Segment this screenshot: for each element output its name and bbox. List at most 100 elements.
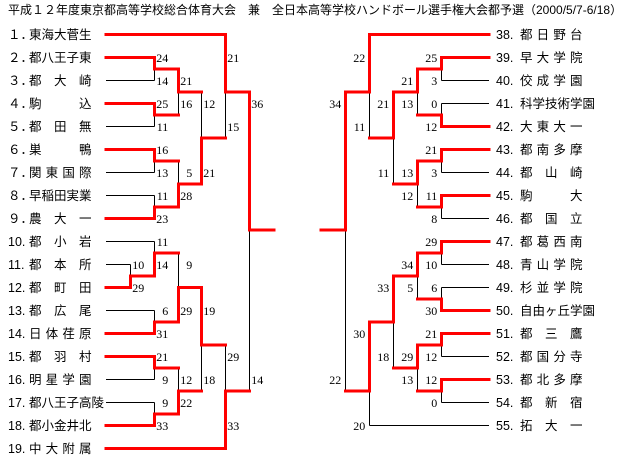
- team-name: 都田無: [29, 118, 92, 134]
- match-score: 6: [431, 281, 437, 295]
- match-score: 21: [425, 327, 437, 341]
- team-number: 46.: [496, 211, 514, 226]
- match-score: 19: [203, 304, 215, 318]
- team-name: 科学技術学園: [520, 95, 596, 111]
- team-name: 都三鷹: [520, 325, 583, 341]
- match-score: 12: [425, 350, 437, 364]
- match-score: 34: [401, 258, 413, 272]
- team-name: 早稲田実業: [29, 187, 92, 203]
- team-entry: 53. 都北多摩: [0, 372, 619, 388]
- team-number: 55.: [496, 418, 514, 433]
- team-number: 13.: [8, 303, 26, 318]
- team-name: 中大附属: [29, 440, 92, 456]
- team-entry: 19.中大附属: [0, 441, 619, 457]
- team-name: 東海大菅生: [29, 26, 92, 42]
- team-number: 54.: [496, 395, 514, 410]
- team-name: 都国分寺: [520, 348, 583, 364]
- team-name: 都大崎: [29, 72, 92, 88]
- match-score: 21: [156, 350, 168, 364]
- team-name: 拓大一: [520, 417, 583, 433]
- match-score: 14: [156, 74, 168, 88]
- team-entry: 12.都町田: [0, 280, 619, 296]
- team-name: 早大学院: [520, 49, 583, 65]
- team-entry: ４．駒込: [0, 96, 619, 112]
- team-number: 41.: [496, 96, 514, 111]
- team-name: 都小金井北: [29, 417, 92, 433]
- team-entry: １．東海大菅生: [0, 27, 619, 43]
- team-number: 15.: [8, 349, 26, 364]
- team-name: 農大一: [29, 210, 92, 226]
- match-score: 21: [203, 166, 215, 180]
- team-name: 都新宿: [520, 394, 583, 410]
- team-number: 10.: [8, 234, 26, 249]
- team-entry: 10.都小岩: [0, 234, 619, 250]
- team-entry: ５．都田無: [0, 119, 619, 135]
- match-score: 21: [377, 97, 389, 111]
- team-entry: 17.都八王子高陵: [0, 395, 619, 411]
- team-number: ３．: [8, 73, 34, 88]
- team-name: 都南多摩: [520, 141, 583, 157]
- match-score: 22: [180, 396, 192, 410]
- team-name: 日体荏原: [29, 325, 92, 341]
- match-score: 29: [180, 304, 192, 318]
- team-number: 52.: [496, 349, 514, 364]
- match-score: 18: [203, 373, 215, 387]
- match-score: 12: [401, 189, 413, 203]
- team-name: 都町田: [29, 279, 92, 295]
- match-score: 16: [156, 143, 168, 157]
- team-name: 都小岩: [29, 233, 92, 249]
- match-score: 13: [401, 166, 413, 180]
- match-score: 0: [431, 396, 437, 410]
- match-score: 5: [407, 281, 413, 295]
- match-score: 9: [186, 258, 192, 272]
- team-entry: 14.日体荏原: [0, 326, 619, 342]
- match-score: 21: [227, 51, 239, 65]
- match-score: 29: [132, 281, 144, 295]
- match-score: 10: [425, 258, 437, 272]
- team-number: ４．: [8, 96, 34, 111]
- team-number: 51.: [496, 326, 514, 341]
- team-name: 杉並学院: [520, 279, 583, 295]
- team-entry: 38. 都日野台: [0, 27, 619, 43]
- match-score: 12: [180, 373, 192, 387]
- team-name: 都八王子東: [29, 49, 92, 65]
- team-number: 44.: [496, 165, 514, 180]
- left-bracket: 1029241425111613112311146312199332116528…: [104, 33, 276, 450]
- match-score: 11: [426, 189, 438, 203]
- team-number: 17.: [8, 395, 26, 410]
- team-entry: 48.青山学院: [0, 257, 619, 273]
- team-name: 都羽村: [29, 348, 92, 364]
- team-entry: 15.都羽村: [0, 349, 619, 365]
- match-score: 33: [156, 419, 168, 433]
- team-number: ６．: [8, 142, 34, 157]
- team-entry: 41. 科学技術学園: [0, 96, 619, 112]
- team-number: 39.: [496, 50, 514, 65]
- match-score: 23: [156, 212, 168, 226]
- right-bracket: 2530122131182910630211212021131312345291…: [319, 33, 491, 433]
- team-entry: 13.都広尾: [0, 303, 619, 319]
- team-entry: 52. 都国分寺: [0, 349, 619, 365]
- team-name: 駒大: [520, 187, 583, 203]
- match-score: 18: [377, 350, 389, 364]
- team-number: １．: [8, 27, 34, 42]
- match-score: 0: [431, 97, 437, 111]
- team-number: 19.: [8, 441, 26, 456]
- team-number: 38.: [496, 27, 514, 42]
- match-score: 22: [353, 51, 365, 65]
- team-name: 都北多摩: [520, 371, 583, 387]
- match-score: 13: [401, 97, 413, 111]
- team-number: 50.: [496, 303, 514, 318]
- match-score: 16: [180, 97, 192, 111]
- team-entry: 11.都本所: [0, 257, 619, 273]
- team-entry: ７．関東国際: [0, 165, 619, 181]
- team-entry: 43.都南多摩: [0, 142, 619, 158]
- team-entry: 51. 都三鷹: [0, 326, 619, 342]
- team-entry: 54. 都新宿: [0, 395, 619, 411]
- team-number: 53.: [496, 372, 514, 387]
- team-number: 48.: [496, 257, 514, 272]
- team-name: 都日野台: [520, 26, 583, 42]
- match-score: 6: [162, 304, 168, 318]
- team-name: 佼成学園: [520, 72, 583, 88]
- match-score: 25: [156, 97, 168, 111]
